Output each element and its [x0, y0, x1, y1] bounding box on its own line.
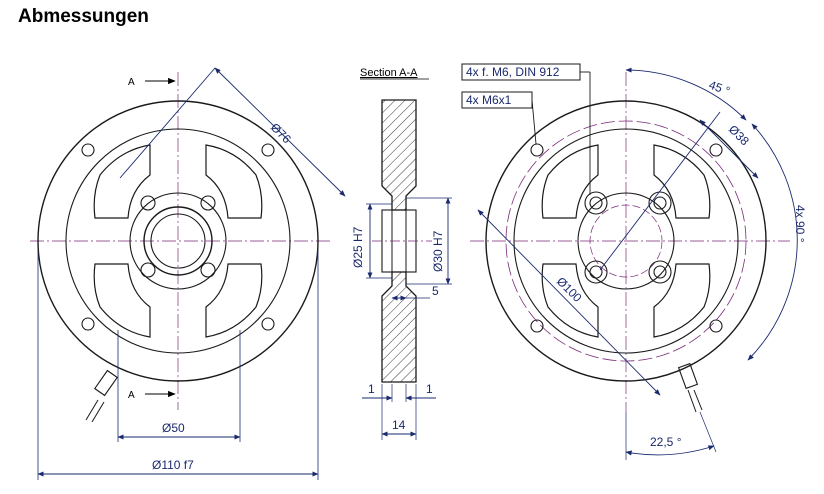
dim-a45: 45 ° [707, 78, 732, 99]
dim-d100: Ø100 [554, 274, 585, 305]
dim-5: 5 [432, 284, 439, 298]
rear-view: 4x f. M6, DIN 912 4x M6x1 Ø38 Ø100 45 ° … [461, 63, 807, 460]
callout-counterbore: 4x f. M6, DIN 912 [466, 65, 560, 79]
section-title: Section A-A [360, 67, 418, 79]
front-view: A A Ø76 Ø50 Ø110 f7 [30, 67, 346, 480]
dim-d25: Ø25 H7 [351, 226, 365, 268]
dim-a90: 4x 90 ° [793, 205, 807, 243]
callout-thread: 4x M6x1 [466, 93, 512, 107]
section-marker-top: A [128, 77, 135, 88]
section-marker-bottom: A [128, 390, 135, 401]
dim-1-left: 1 [368, 382, 375, 396]
section-view: Section A-A Ø25 H7 Ø30 H7 5 1 [351, 67, 452, 440]
dim-d30: Ø30 H7 [431, 230, 445, 272]
dim-14: 14 [392, 418, 406, 432]
dim-d50: Ø50 [162, 421, 185, 435]
dim-1-right: 1 [426, 382, 433, 396]
dim-d38: Ø38 [726, 122, 752, 148]
page-title: Abmessungen [18, 6, 149, 27]
dim-d110: Ø110 f7 [152, 458, 194, 472]
dim-a22: 22,5 ° [650, 435, 682, 449]
